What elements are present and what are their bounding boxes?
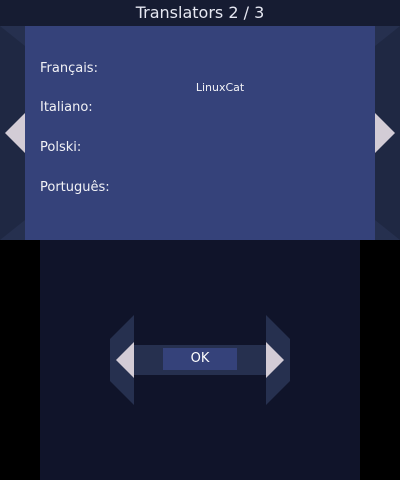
bottom-screen: OK [40, 240, 360, 480]
page-title: Translators 2 / 3 [0, 0, 400, 26]
right-arrow-icon [375, 26, 400, 240]
left-arrow-icon [116, 342, 134, 378]
ok-button[interactable]: OK [163, 348, 237, 370]
language-label-portuguese: Português: [40, 180, 110, 195]
translators-panel: Français: LinuxCat Italiano: Polski: Por… [25, 26, 375, 240]
next-page-button[interactable] [375, 26, 400, 240]
previous-page-button[interactable] [0, 26, 25, 240]
language-label-italian: Italiano: [40, 100, 93, 115]
ok-control: OK [110, 315, 290, 405]
translator-name-french: LinuxCat [195, 81, 245, 94]
right-arrow-icon [266, 342, 284, 378]
left-arrow-icon [0, 26, 25, 240]
ok-control-frame [110, 315, 290, 405]
language-label-polish: Polski: [40, 140, 82, 155]
language-label-french: Français: [40, 61, 98, 76]
top-screen: Translators 2 / 3 Français: LinuxCat Ita… [0, 0, 400, 240]
